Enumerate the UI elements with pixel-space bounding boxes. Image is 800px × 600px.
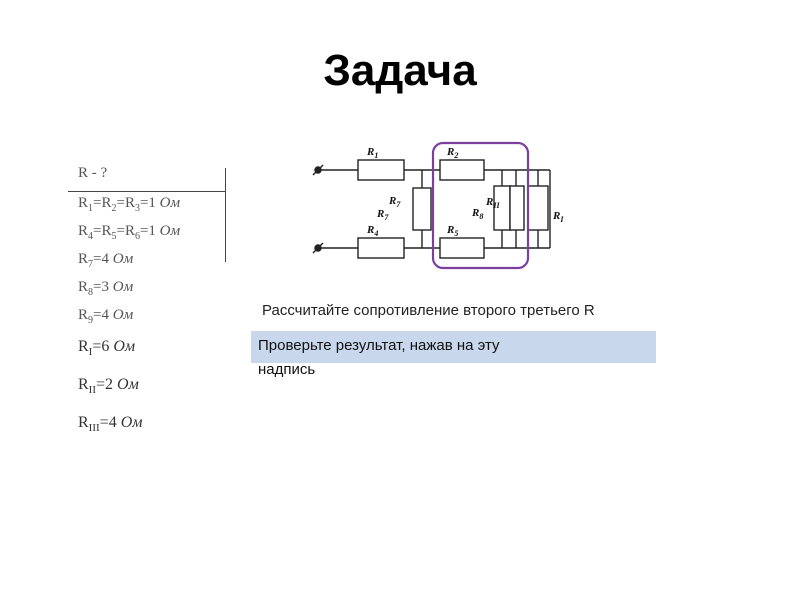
label-r5: R5 bbox=[446, 224, 458, 238]
label-r7-upper: R7 bbox=[388, 195, 401, 209]
given-r9: R9=4 Ом bbox=[78, 307, 134, 326]
task-text: Рассчитайте сопротивление второго третье… bbox=[262, 302, 595, 319]
resistor-r7 bbox=[412, 187, 432, 231]
answers-block: RI=6 Ом RII=2 Ом RIII=4 Ом bbox=[78, 338, 142, 452]
answer-r-ii: RII=2 Ом bbox=[78, 376, 139, 397]
resistor-r3 bbox=[527, 185, 549, 231]
given-r456: R4=R5=R6=1 Ом bbox=[78, 223, 181, 242]
answer-r-iii: RIII=4 Ом bbox=[78, 414, 143, 435]
resistor-r5 bbox=[439, 237, 485, 259]
label-r2: R2 bbox=[446, 146, 458, 160]
page-title: Задача bbox=[323, 46, 477, 95]
label-r4: R4 bbox=[366, 224, 378, 238]
label-r8: R8 bbox=[471, 207, 483, 221]
given-divider-vertical bbox=[225, 168, 226, 262]
given-divider-horizontal bbox=[68, 191, 226, 192]
resistor-r4 bbox=[357, 237, 405, 259]
label-r-i: RI bbox=[552, 210, 564, 224]
label-r1: R1 bbox=[366, 146, 378, 160]
resistor-r2 bbox=[439, 159, 485, 181]
given-r8: R8=3 Ом bbox=[78, 279, 134, 298]
label-r7-lower: R7 bbox=[376, 208, 389, 222]
highlight-frame bbox=[431, 141, 530, 270]
given-r7: R7=4 Ом bbox=[78, 251, 134, 270]
check-result-button[interactable]: Проверьте результат, нажав на эту надпис… bbox=[251, 331, 656, 378]
label-r-ii: RII bbox=[485, 196, 500, 210]
check-result-line1: Проверьте результат, нажав на эту bbox=[258, 337, 500, 354]
unknown-label: R - ? bbox=[78, 165, 108, 181]
resistor-r9 bbox=[509, 185, 525, 231]
resistor-r1 bbox=[357, 159, 405, 181]
check-result-line2: надпись bbox=[258, 361, 316, 378]
given-block: R - ? R1=R2=R3=1 Ом R4=R5=R6=1 Ом R7=4 О… bbox=[78, 162, 180, 332]
given-r123: R1=R2=R3=1 Ом bbox=[78, 195, 181, 214]
answer-r-i: RI=6 Ом bbox=[78, 338, 136, 359]
